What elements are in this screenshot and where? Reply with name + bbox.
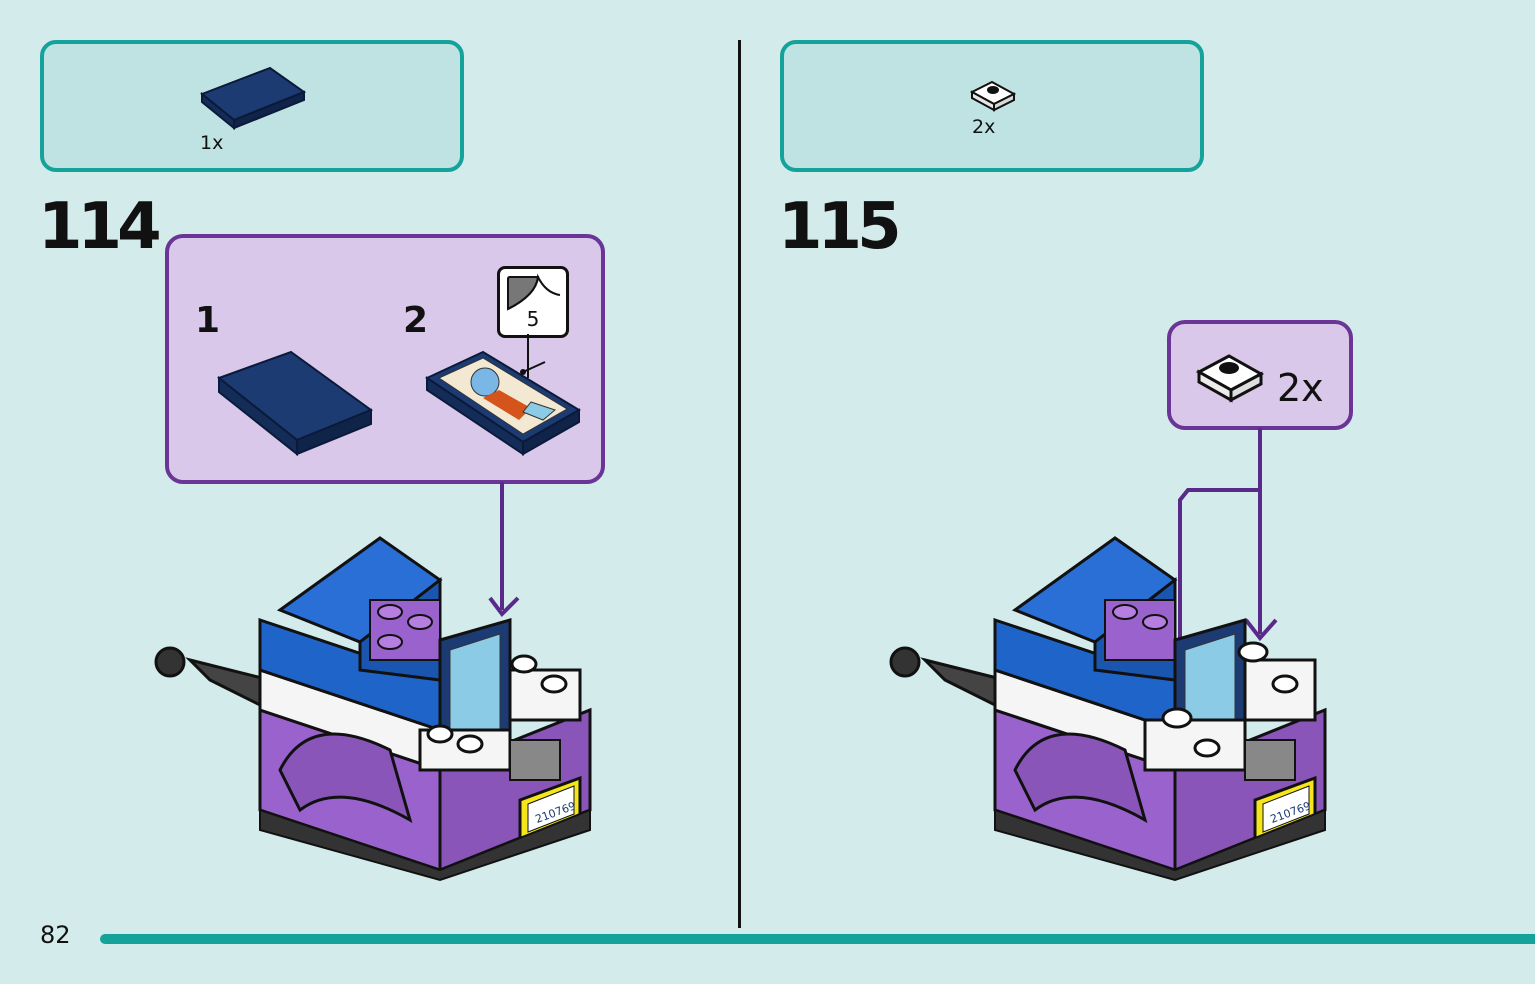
sticker-curl-icon bbox=[507, 273, 561, 311]
white-plate-icon bbox=[1195, 354, 1265, 403]
page-divider bbox=[738, 40, 741, 928]
sub-step-number-2: 2 bbox=[403, 300, 429, 341]
part-callout-115: 2x bbox=[1167, 320, 1353, 430]
sticker-leader-line bbox=[527, 334, 529, 378]
vehicle-model-115: 210769 bbox=[889, 536, 1327, 882]
parts-qty-114: 1x bbox=[200, 132, 224, 154]
sticker-sheet-icon: 5 bbox=[497, 266, 569, 338]
dark-blue-tile-icon bbox=[216, 350, 374, 457]
stickered-tile-icon bbox=[424, 350, 581, 456]
parts-list-box-114: 1x bbox=[40, 40, 464, 172]
sticker-number: 5 bbox=[526, 307, 540, 331]
vehicle-model-114: 210769 bbox=[154, 536, 592, 882]
placement-arrow-114 bbox=[488, 482, 520, 618]
callout-qty-115: 2x bbox=[1277, 366, 1324, 410]
dark-blue-tile-part-icon bbox=[200, 66, 307, 131]
sub-assembly-callout-114: 1 2 5 bbox=[165, 234, 605, 484]
step-number-115: 115 bbox=[778, 190, 902, 264]
footer-bar bbox=[100, 934, 1535, 944]
parts-list-box-115: 2x bbox=[780, 40, 1204, 172]
page-number: 82 bbox=[40, 921, 71, 949]
parts-qty-115: 2x bbox=[972, 116, 996, 138]
white-plate-part-icon bbox=[969, 80, 1017, 112]
sub-step-number-1: 1 bbox=[195, 300, 221, 341]
step-number-114: 114 bbox=[38, 190, 162, 264]
